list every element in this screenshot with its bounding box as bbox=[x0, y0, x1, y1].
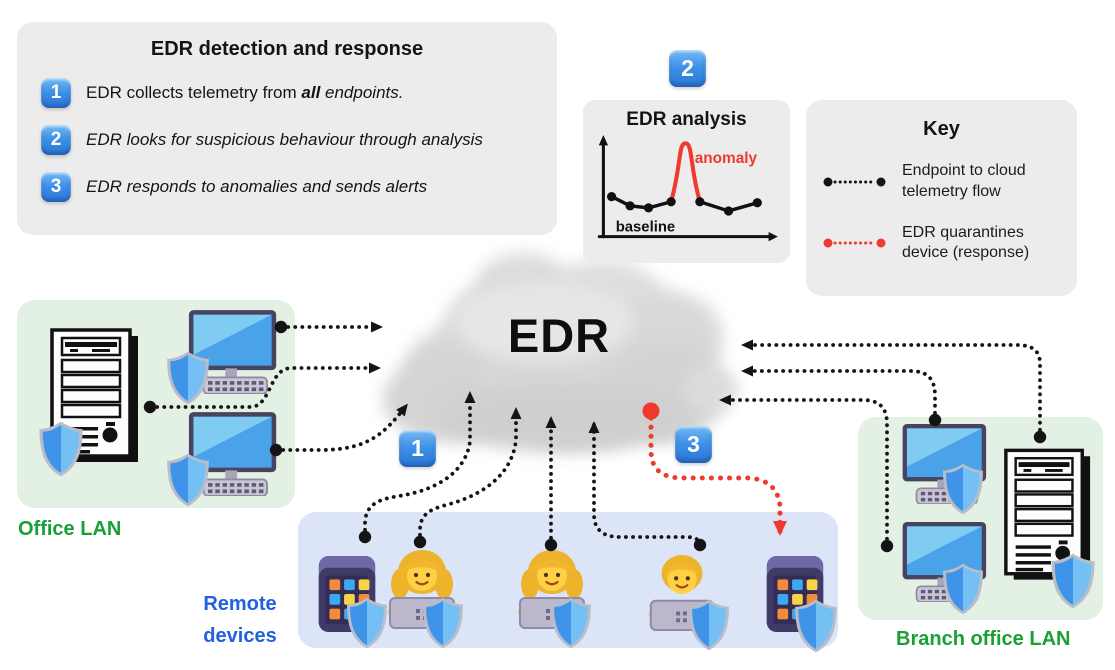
chart-axes bbox=[597, 135, 778, 242]
key-label-telemetry: Endpoint to cloud telemetry flow bbox=[902, 162, 1026, 200]
anomaly-label: anomaly bbox=[695, 150, 758, 167]
analysis-step-badge: 2 bbox=[669, 50, 706, 87]
step-2-text: EDR looks for suspicious behaviour throu… bbox=[86, 130, 483, 149]
baseline-label: baseline bbox=[616, 220, 675, 236]
branch-office-lan-label: Branch office LAN bbox=[896, 628, 1071, 650]
step-row-2: 2 EDR looks for suspicious behaviour thr… bbox=[41, 125, 557, 155]
shield-icon bbox=[1048, 552, 1098, 610]
step-3-badge: 3 bbox=[41, 172, 71, 202]
shield-icon bbox=[940, 562, 986, 616]
cloud-blob bbox=[438, 382, 688, 452]
key-row-quarantine: EDR quarantines device (response) bbox=[822, 223, 1077, 265]
step-row-1: 1 EDR collects telemetry from all endpoi… bbox=[41, 78, 557, 108]
shield-icon bbox=[792, 598, 840, 654]
analysis-panel: EDR analysis baseline anomaly bbox=[583, 100, 790, 263]
step-2-badge: 2 bbox=[41, 125, 71, 155]
key-label-quarantine: EDR quarantines device (response) bbox=[902, 223, 1030, 262]
shield-icon bbox=[164, 452, 212, 508]
step-3-text: EDR responds to anomalies and sends aler… bbox=[86, 177, 428, 196]
quarantine-line-swatch bbox=[823, 238, 886, 248]
step-1-badge: 1 bbox=[41, 78, 71, 108]
shield-icon bbox=[686, 598, 732, 652]
analysis-chart: baseline anomaly bbox=[597, 135, 778, 242]
key-title: Key bbox=[923, 118, 960, 140]
edr-cloud-label: EDR bbox=[507, 309, 611, 362]
flow-step-3-badge: 3 bbox=[675, 426, 712, 463]
key-row-telemetry: Endpoint to cloud telemetry flow bbox=[822, 161, 1077, 203]
office-lan-label: Office LAN bbox=[18, 518, 122, 540]
step-1-text: EDR collects telemetry from all endpoint… bbox=[86, 83, 404, 102]
shield-icon bbox=[548, 596, 594, 650]
shield-icon bbox=[940, 462, 986, 516]
cloud-blob bbox=[683, 367, 738, 412]
info-panel-title: EDR detection and response bbox=[150, 38, 424, 60]
cloud-blob bbox=[453, 282, 633, 362]
analysis-chart-plot bbox=[606, 141, 762, 216]
telemetry-line-swatch bbox=[823, 177, 886, 187]
shield-icon bbox=[420, 596, 466, 650]
info-panel: EDR detection and response 1 EDR collect… bbox=[17, 22, 557, 235]
shield-icon bbox=[36, 420, 86, 478]
analysis-title: EDR analysis bbox=[626, 109, 747, 130]
key-panel: Key Endpoint to cloud telemetry flow EDR… bbox=[806, 100, 1077, 296]
flow-step-1-badge: 1 bbox=[399, 430, 436, 467]
step-row-3: 3 EDR responds to anomalies and sends al… bbox=[41, 172, 557, 202]
remote-devices-label: Remote devices bbox=[203, 593, 277, 647]
shield-icon bbox=[164, 350, 212, 406]
arrow-branch-2 bbox=[741, 365, 942, 427]
